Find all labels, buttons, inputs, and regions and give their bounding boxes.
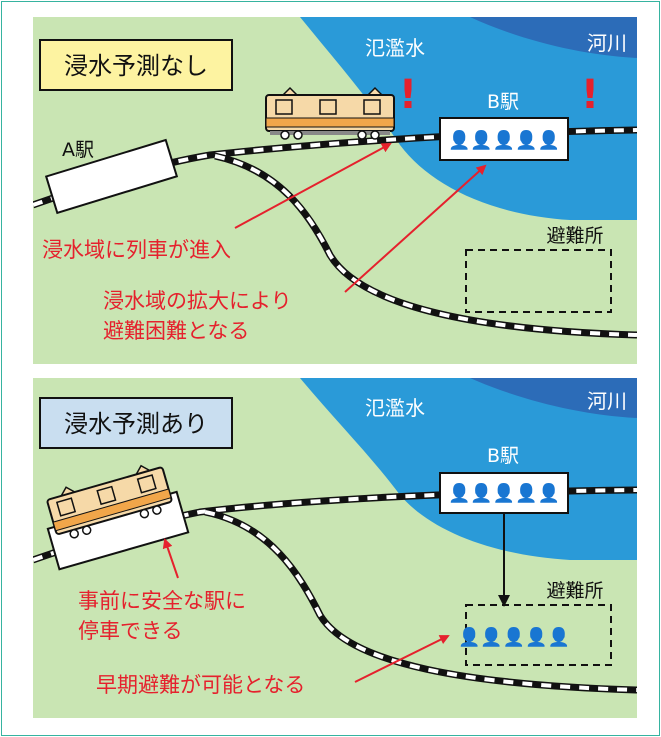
warning-icon: !	[581, 72, 599, 118]
shelter-area	[465, 604, 612, 666]
note-stop-at-safe-station-2: 停車できる	[78, 619, 183, 643]
arrow-to-shelter	[354, 635, 450, 683]
shelter-label: 避難所	[546, 580, 603, 602]
warning-icon: !	[399, 72, 417, 118]
station-b-label: B駅	[487, 91, 519, 113]
flood-water	[300, 378, 637, 560]
station-b-platform	[439, 472, 569, 514]
note-evacuation-hard-2: 避難困難となる	[103, 319, 249, 343]
note-stop-at-safe-station-1: 事前に安全な駅に	[78, 589, 246, 613]
panel1-title: 浸水予測なし	[64, 52, 208, 80]
panel2-title-box	[39, 397, 233, 449]
shelter-area	[465, 249, 612, 313]
note-evacuation-hard-1: 浸水域の拡大により	[103, 289, 292, 313]
arrow-to-train	[234, 143, 392, 229]
arrow-to-train	[162, 538, 179, 579]
panel1-title-box	[39, 39, 233, 91]
river	[470, 17, 637, 58]
panel2-flood-label: 氾濫水	[365, 396, 425, 420]
branch-track	[214, 152, 637, 339]
panel1-flood-label: 氾濫水	[365, 36, 425, 60]
shelter-label: 避難所	[546, 225, 603, 247]
panel2-river-label: 河川	[587, 389, 627, 413]
train-icon	[265, 86, 395, 140]
panel2-title: 浸水予測あり	[64, 410, 208, 438]
note-train-enters-flood: 浸水域に列車が進入	[42, 238, 231, 262]
train-icon	[46, 464, 190, 571]
station-a-label: A駅	[62, 139, 94, 161]
river	[470, 378, 637, 418]
people-icon: 👤👤👤👤👤	[458, 626, 570, 648]
panel1-river-label: 河川	[587, 31, 627, 55]
note-early-evacuation: 早期避難が可能となる	[96, 673, 305, 697]
station-b-label: B駅	[487, 445, 519, 467]
station-b-platform	[439, 117, 569, 161]
station-a-platform	[44, 138, 179, 215]
branch-track	[204, 508, 637, 694]
people-icon: 👤👤👤👤👤	[448, 129, 560, 151]
arrow-to-station-b	[344, 164, 487, 293]
people-icon: 👤👤👤👤👤	[448, 482, 560, 504]
